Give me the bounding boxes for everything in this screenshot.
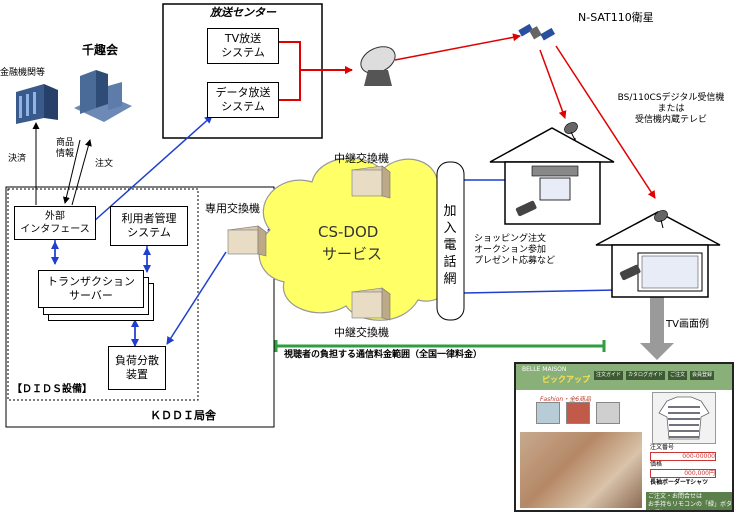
- product-info-label: 商品 情報: [56, 138, 75, 159]
- subscriber-network-shape: [436, 161, 465, 321]
- tv-price-value-1: 000-00000: [650, 452, 716, 461]
- relay-switch-bottom-graphic: [351, 287, 391, 321]
- tv-broadcast-system: TV放送 システム: [207, 28, 279, 64]
- relay-switch-top-label: 中継交換機: [334, 152, 389, 165]
- external-interface: 外部 インタフェース: [14, 206, 96, 240]
- fee-range-label: 視聴者の負担する通信料金範囲（全国一律料金）: [284, 350, 483, 360]
- remote-2: [619, 264, 641, 281]
- cloud-label-line2: サービス: [322, 245, 383, 263]
- tv-model-photo: [520, 432, 642, 508]
- settlement-label: 決済: [8, 154, 27, 164]
- tv-nav: 注文ガイド カタログガイド ご注文 会員登録: [594, 371, 715, 380]
- receiver-label: BS/110CSデジタル受信機 または 受信機内蔵テレビ: [617, 93, 725, 125]
- tv-nav-item: カタログガイド: [626, 371, 666, 380]
- kddi-office-label: ＫＤＤＩ局舎: [150, 409, 216, 422]
- tv-category: Fashion・全6商品: [540, 396, 592, 403]
- kddi-office-frame: [5, 186, 275, 428]
- tv-nav-item: 注文ガイド: [594, 371, 624, 380]
- financial-building-graphic: [16, 84, 58, 124]
- senshukai-building-graphic: [74, 70, 132, 122]
- tv-nav-item: 会員登録: [690, 371, 715, 380]
- satellite-graphic: [518, 23, 556, 41]
- relay-switch-top-graphic: [351, 165, 391, 199]
- user-management-system: 利用者管理 システム: [110, 206, 188, 246]
- dids-frame: [7, 188, 199, 401]
- user-activities-label: ショッピング注文 オークション参加 プレゼント応募など: [474, 234, 556, 266]
- transaction-server: トランザクション サーバー: [38, 270, 144, 308]
- tv-price-label-1: 注文番号: [650, 444, 675, 451]
- data-broadcast-system: データ放送 システム: [207, 82, 279, 118]
- tv-nav-item: ご注文: [668, 371, 688, 380]
- order-label: 注文: [95, 159, 114, 169]
- subscriber-network-label: 加入電話網: [443, 204, 457, 287]
- tv-catalog-title: ピックアップ: [542, 375, 590, 384]
- satellite-label: N-SAT110衛星: [578, 11, 654, 24]
- tv-product-name: 長袖ボーダーTシャツ: [650, 479, 709, 486]
- private-switch-graphic: [227, 225, 267, 257]
- broadcast-center-title: 放送センター: [210, 6, 276, 19]
- senshukai-label: 千趣会: [82, 43, 119, 57]
- tv-thumb-2: [566, 402, 590, 424]
- cloud-label-line1: CS-DOD: [318, 223, 379, 241]
- relay-switch-bottom-label: 中継交換機: [334, 326, 389, 339]
- tv-price-label-2: 価格: [650, 461, 663, 468]
- financial-institutions-label: 金融機関等: [0, 68, 46, 78]
- tv-screen-example: BELLE MAISON ピックアップ 注文ガイド カタログガイド ご注文 会員…: [514, 362, 734, 512]
- tv-product-image: [652, 392, 716, 444]
- load-balancer: 負荷分散 装置: [108, 346, 166, 390]
- tv-footer: ご注文・お問合せは お手持ちリモコンの「緑」ボタンで!: [646, 492, 732, 510]
- dids-label: 【ＤＩＤＳ設備】: [12, 384, 92, 395]
- remote-1: [515, 200, 537, 217]
- tv-brand: BELLE MAISON: [522, 366, 567, 373]
- tv-price-value-2: 000,000円: [650, 469, 716, 478]
- tv-screen-example-label: TV画面例: [666, 319, 709, 330]
- private-switch-label: 専用交換機: [205, 202, 260, 215]
- uplink-dish-graphic: [360, 46, 396, 86]
- tv-thumb-1: [536, 402, 560, 424]
- tv-thumb-3: [596, 402, 620, 424]
